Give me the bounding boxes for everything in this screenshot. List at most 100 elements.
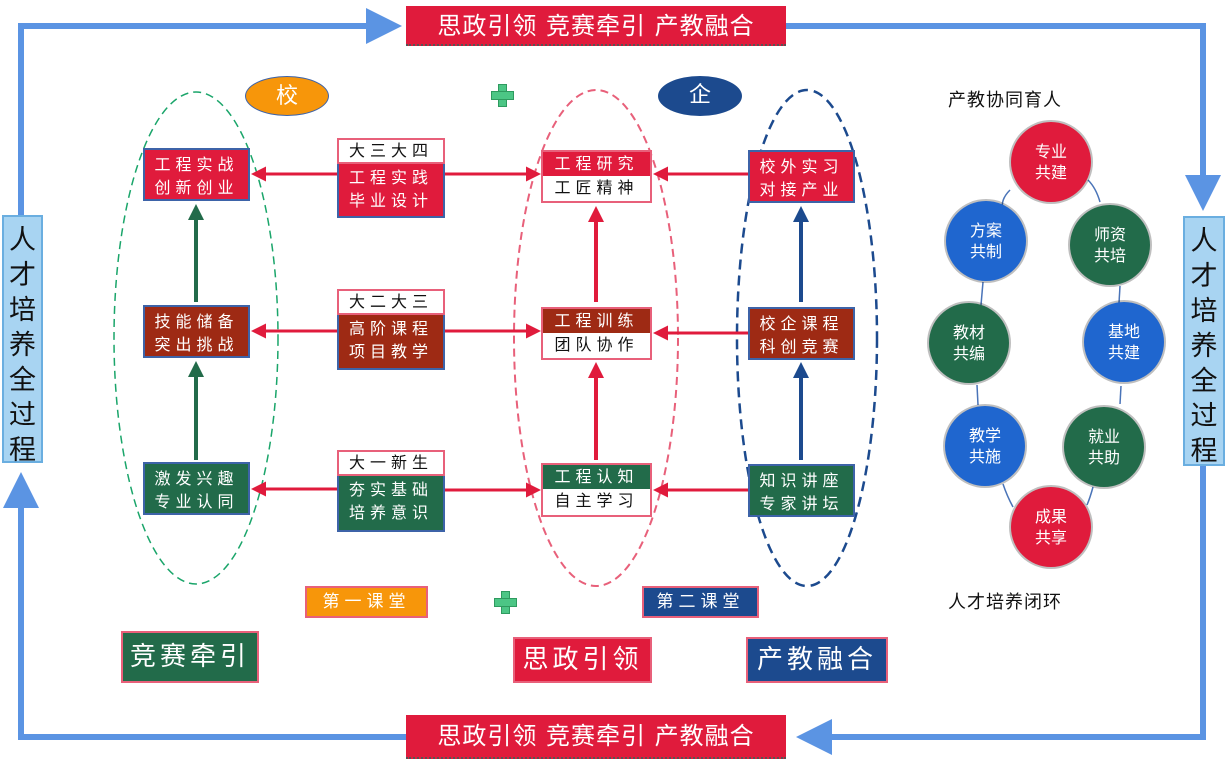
node-line: 教学 <box>968 426 1001 445</box>
box-line: 高阶课程 <box>348 319 433 338</box>
industry-pillar: 产教融合 <box>746 637 888 683</box>
node-line: 共施 <box>968 447 1001 466</box>
node-line: 就业 <box>1087 427 1120 446</box>
side-char: 程 <box>1190 436 1218 467</box>
box-line: 工程实战 <box>154 155 239 174</box>
cycle-node-3: 师资共培 <box>1070 205 1150 285</box>
school-label: 校 <box>275 84 298 109</box>
school-oval: 校 <box>245 76 329 116</box>
cycle-node-2: 方案共制 <box>946 201 1026 281</box>
enterprise-group-outline <box>735 88 879 588</box>
ideology-label: 思政引领 <box>522 645 643 675</box>
box-line: 夯实基础 <box>348 480 433 499</box>
cycle-title: 产教协同育人 <box>948 90 1062 111</box>
cycle-node-8: 成果共享 <box>1011 487 1091 567</box>
node-line: 成果 <box>1034 507 1067 526</box>
side-char: 过 <box>1190 401 1218 432</box>
process-loop-arrows <box>2 8 1221 755</box>
cycle-footer: 人才培养闭环 <box>948 592 1062 613</box>
box-line: 工程实践 <box>348 168 433 187</box>
middle-box-3: 工程认知 自主学习 <box>541 463 652 517</box>
left-side-label: 人 才 培 养 全 过 程 <box>2 215 43 466</box>
box-top: 工程研究 <box>543 152 650 176</box>
node-line: 基地 <box>1107 322 1140 341</box>
middle-box-2: 工程训练 团队协作 <box>541 307 652 360</box>
side-char: 培 <box>9 295 36 326</box>
middle-group-outline <box>513 89 679 587</box>
school-box-1: 工程实战 创新创业 <box>143 148 250 201</box>
box-line: 科创竞赛 <box>759 337 844 356</box>
top-banner: 思政引领 竞赛牵引 产教融合 <box>406 6 786 46</box>
cycle-node-4: 教材共编 <box>929 303 1009 383</box>
cycle-node-6: 教学共施 <box>945 406 1025 486</box>
node-line: 共享 <box>1034 528 1067 547</box>
box-line: 校外实习 <box>759 157 844 176</box>
first-classroom-label: 第一课堂 <box>322 592 411 612</box>
node-line: 共助 <box>1087 448 1120 467</box>
competition-label: 竞赛牵引 <box>129 642 250 672</box>
school-group-outline <box>113 91 279 585</box>
box-line: 毕业设计 <box>348 191 433 210</box>
side-char: 才 <box>1190 261 1218 292</box>
side-char: 人 <box>1190 226 1218 257</box>
enterprise-box-1: 校外实习 对接产业 <box>748 150 855 203</box>
second-classroom-tag: 第二课堂 <box>642 586 759 618</box>
year-body: 高阶课程 项目教学 <box>337 315 445 370</box>
enterprise-box-2: 校企课程 科创竞赛 <box>748 307 855 360</box>
box-line: 专家讲坛 <box>759 494 844 513</box>
plus-icon <box>491 84 514 107</box>
box-bottom: 团队协作 <box>543 333 650 357</box>
cycle-node-5: 基地共建 <box>1084 302 1164 382</box>
side-char: 培 <box>1190 296 1218 327</box>
horizontal-flow-arrows <box>251 166 748 498</box>
plus-icon <box>494 591 517 614</box>
year-body: 夯实基础 培养意识 <box>337 476 445 532</box>
loop-top-left <box>18 8 402 216</box>
loop-bottom-left <box>2 472 406 740</box>
side-char: 养 <box>9 330 36 361</box>
year-label: 大三大四 <box>337 138 445 164</box>
enterprise-box-3: 知识讲座 专家讲坛 <box>748 464 855 517</box>
node-line: 共制 <box>969 242 1002 261</box>
side-char: 过 <box>9 400 36 431</box>
box-line: 突出挑战 <box>154 335 239 354</box>
box-line: 激发兴趣 <box>154 469 239 488</box>
node-line: 共培 <box>1093 246 1126 265</box>
enterprise-oval: 企 <box>658 76 742 116</box>
bottom-banner: 思政引领 竞赛牵引 产教融合 <box>406 715 786 759</box>
competition-pillar: 竞赛牵引 <box>121 631 259 683</box>
year-box-2: 大二大三 高阶课程 项目教学 <box>337 289 445 370</box>
box-top: 工程认知 <box>543 465 650 489</box>
box-bottom: 自主学习 <box>543 489 650 513</box>
side-char: 全 <box>9 365 36 396</box>
node-line: 师资 <box>1093 225 1126 244</box>
box-line: 创新创业 <box>154 178 239 197</box>
top-banner-text: 思政引领 竞赛牵引 产教融合 <box>437 12 755 40</box>
box-bottom: 工匠精神 <box>543 176 650 200</box>
box-top: 工程训练 <box>543 309 650 333</box>
school-box-2: 技能储备 突出挑战 <box>143 305 250 358</box>
year-box-1: 大三大四 工程实践 毕业设计 <box>337 138 445 218</box>
year-label: 大一新生 <box>337 450 445 476</box>
box-line: 培养意识 <box>348 503 433 522</box>
node-line: 共编 <box>952 344 985 363</box>
box-line: 对接产业 <box>759 180 844 199</box>
side-char: 全 <box>1190 366 1218 397</box>
box-line: 知识讲座 <box>759 471 844 490</box>
node-line: 共建 <box>1107 343 1140 362</box>
middle-box-1: 工程研究 工匠精神 <box>541 150 652 203</box>
side-char: 才 <box>9 260 36 291</box>
node-line: 专业 <box>1034 142 1067 161</box>
side-char: 养 <box>1190 331 1218 362</box>
node-line: 共建 <box>1034 163 1067 182</box>
right-side-label: 人 才 培 养 全 过 程 <box>1183 216 1225 467</box>
enterprise-label: 企 <box>688 83 711 108</box>
year-body: 工程实践 毕业设计 <box>337 164 445 218</box>
loop-top-right <box>786 23 1221 211</box>
first-classroom-tag: 第一课堂 <box>305 586 428 618</box>
side-char: 人 <box>9 225 36 256</box>
second-classroom-label: 第二课堂 <box>656 592 745 612</box>
year-label: 大二大三 <box>337 289 445 315</box>
ideology-pillar: 思政引领 <box>513 637 652 683</box>
school-box-3: 激发兴趣 专业认同 <box>143 462 250 515</box>
